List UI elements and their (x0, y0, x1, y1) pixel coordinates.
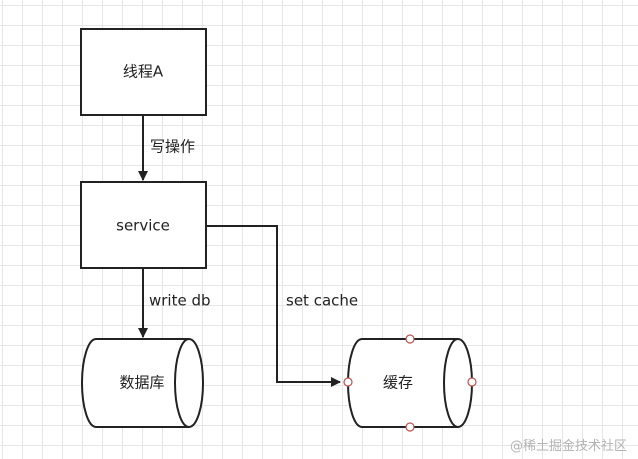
cache-port-left[interactable] (343, 377, 353, 387)
cache-port-bottom[interactable] (405, 422, 415, 432)
cache-label: 缓存 (382, 373, 414, 392)
cache-port-right[interactable] (467, 377, 477, 387)
write-op-label: 写操作 (150, 137, 196, 156)
database-cylinder[interactable] (81, 338, 204, 428)
watermark-text: @稀土掘金技术社区 (510, 439, 628, 454)
cache-cylinder[interactable] (347, 338, 473, 428)
database-label: 数据库 (119, 373, 165, 392)
service-box[interactable] (80, 181, 207, 269)
cache-port-top[interactable] (405, 334, 415, 344)
set-cache-arrow[interactable] (206, 225, 341, 387)
thread-a-label: 线程A (122, 62, 164, 81)
set-cache-label: set cache (286, 291, 359, 310)
service-label: service (116, 216, 170, 235)
thread-a-box[interactable] (80, 28, 207, 116)
write-db-label: write db (149, 291, 211, 310)
